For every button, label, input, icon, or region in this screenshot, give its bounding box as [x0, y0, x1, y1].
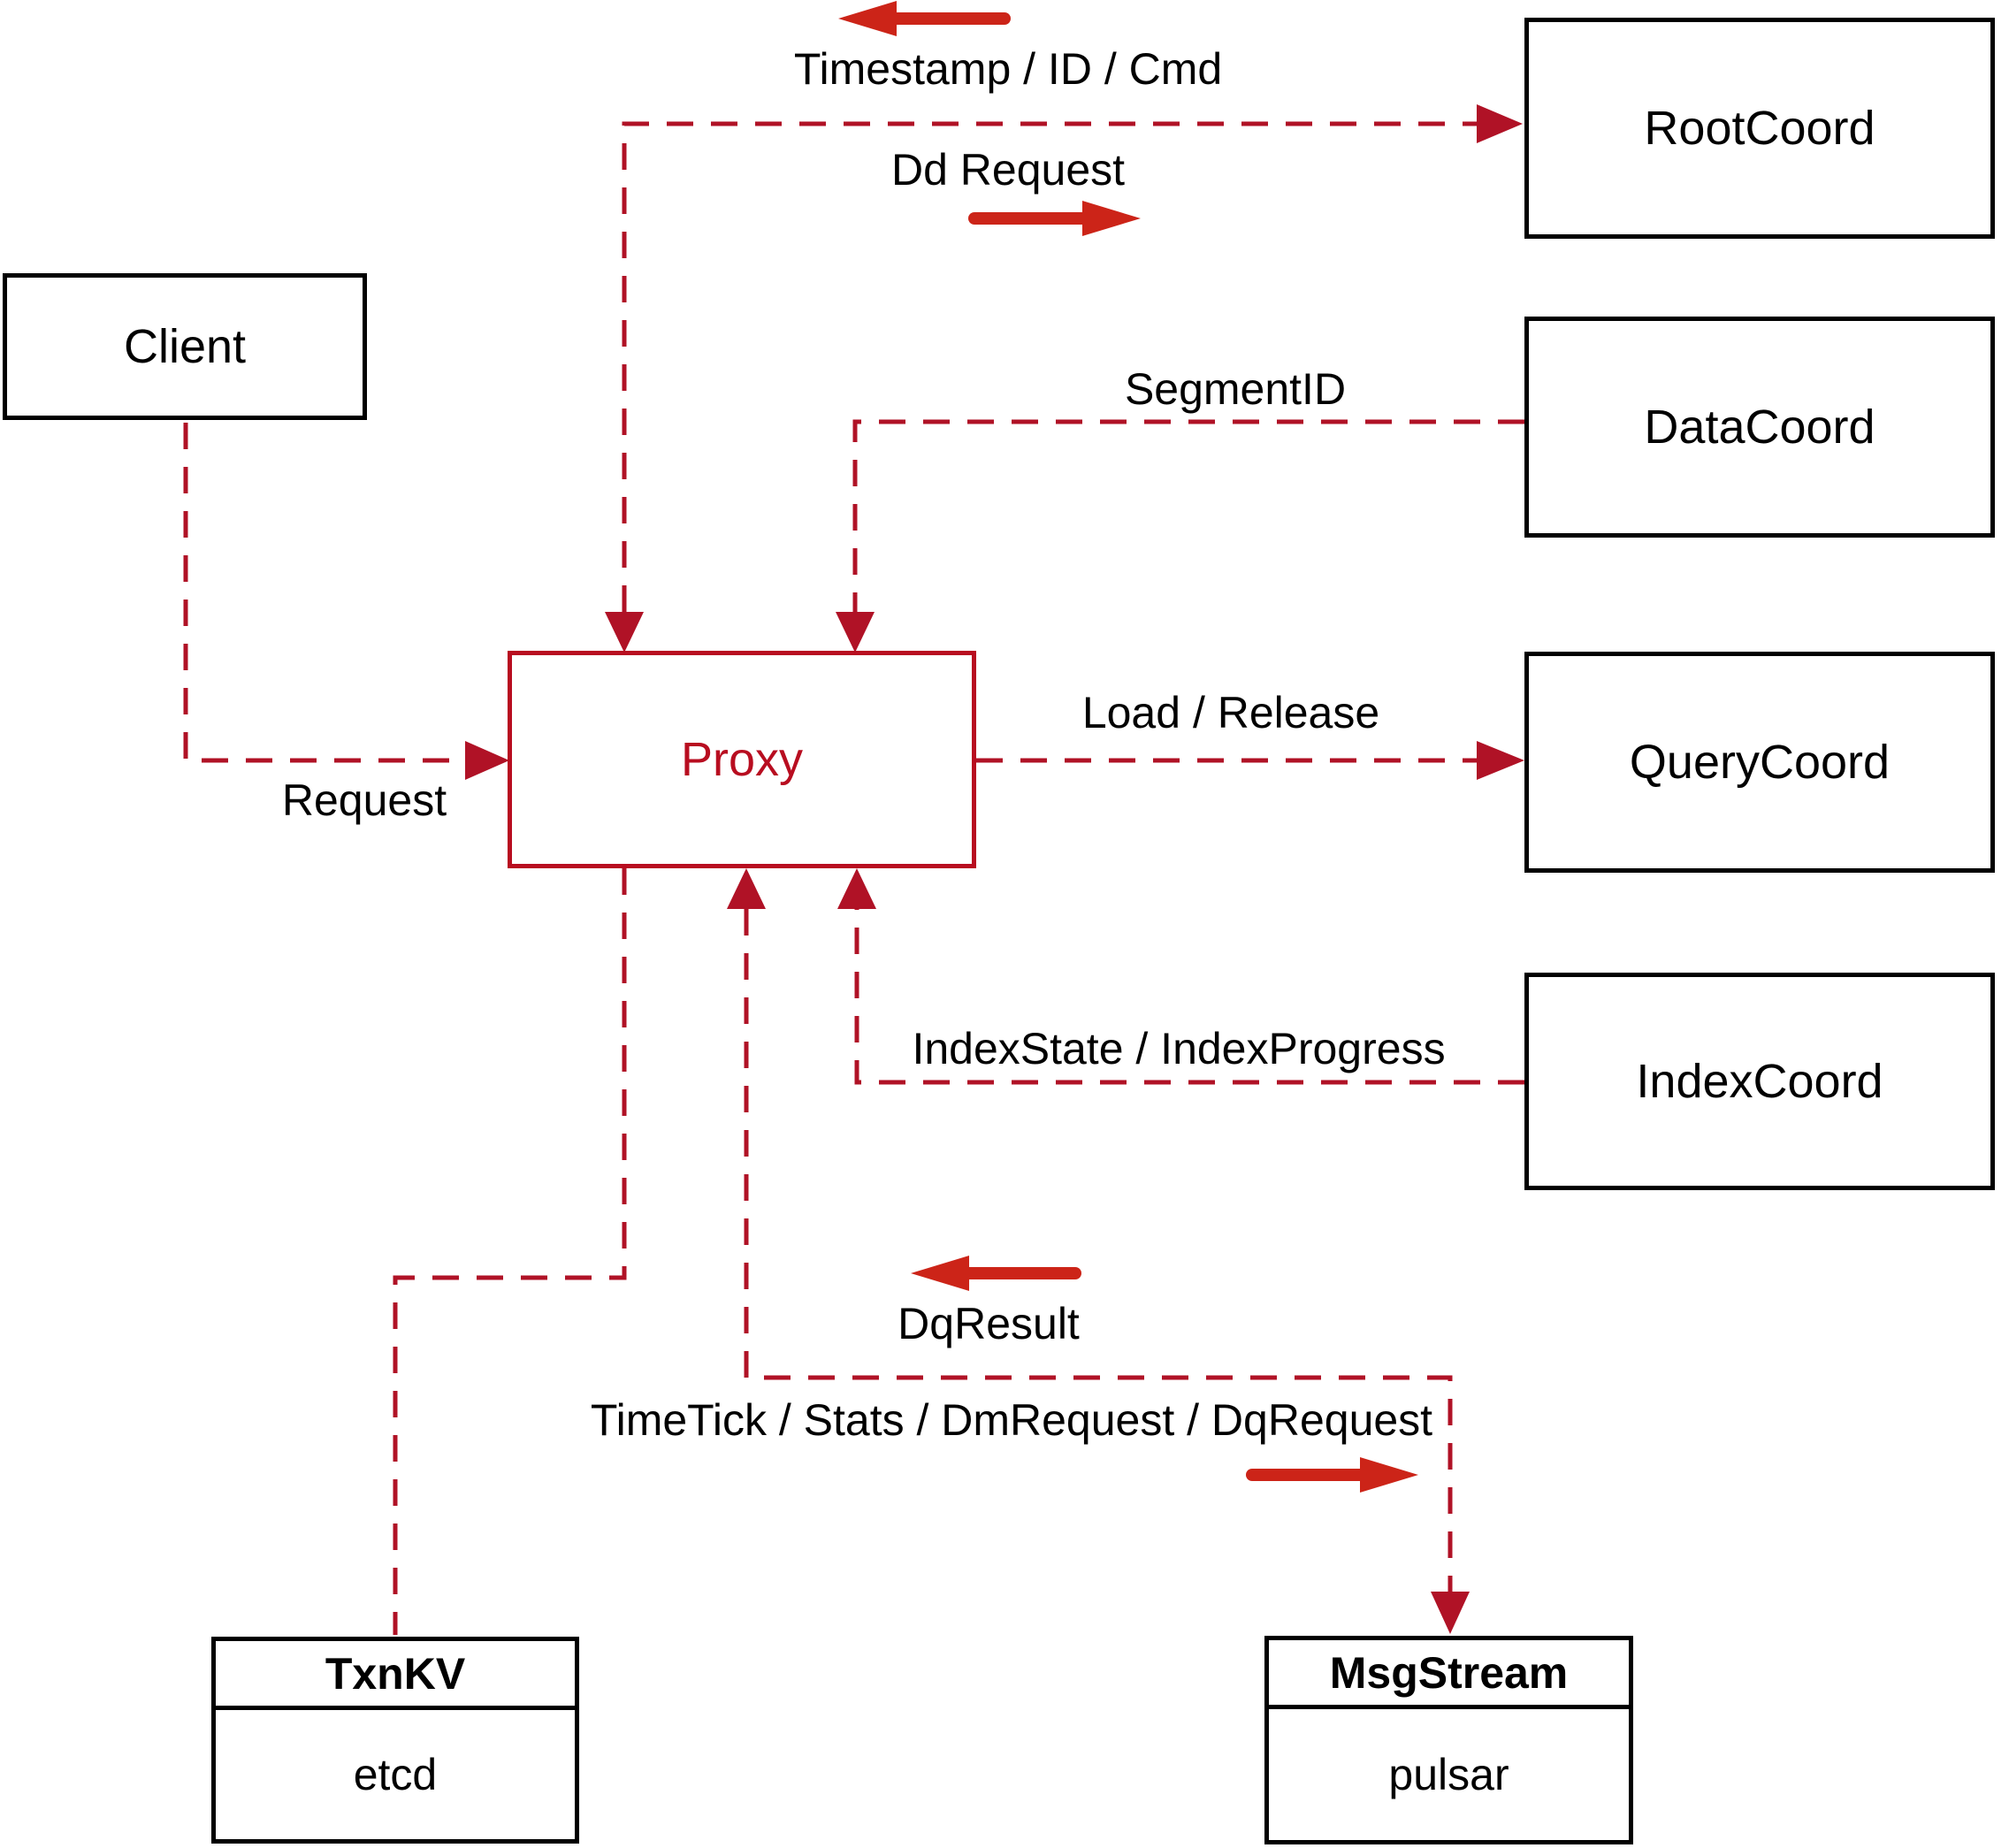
- node-txnkv-impl: etcd: [353, 1750, 438, 1799]
- node-txnkv: TxnKV etcd: [211, 1637, 579, 1844]
- node-txnkv-title: TxnKV: [216, 1641, 575, 1710]
- node-msgstream: MsgStream pulsar: [1264, 1636, 1633, 1844]
- edge-client-proxy: [183, 423, 467, 763]
- arrowhead-into-proxy-top-right: [836, 612, 875, 653]
- edge-label-segment-id: SegmentID: [1124, 364, 1347, 414]
- arrowhead-into-proxy-top-left: [605, 612, 644, 653]
- edge-label-request: Request: [281, 775, 447, 825]
- time-tick-direction-arrow-head: [1360, 1457, 1418, 1493]
- node-proxy: Proxy: [508, 651, 976, 868]
- timestamp-direction-arrow-head: [838, 1, 897, 36]
- node-rootcoord-label: RootCoord: [1644, 102, 1875, 155]
- edge-label-index-state: IndexState / IndexProgress: [912, 1024, 1446, 1073]
- edge-label-dd-request: Dd Request: [890, 145, 1126, 195]
- dq-result-direction-arrow-head: [911, 1256, 969, 1291]
- node-client-label: Client: [123, 320, 247, 373]
- arrowhead-into-rootcoord: [1477, 104, 1523, 143]
- arrowhead-into-msgstream: [1431, 1592, 1470, 1634]
- node-client: Client: [3, 273, 367, 420]
- node-querycoord-label: QueryCoord: [1629, 736, 1891, 789]
- edge-label-timestamp-id-cmd: Timestamp / ID / Cmd: [793, 44, 1223, 94]
- node-datacoord-label: DataCoord: [1644, 401, 1875, 454]
- node-indexcoord: IndexCoord: [1524, 973, 1995, 1190]
- node-querycoord: QueryCoord: [1524, 652, 1995, 873]
- edge-proxy-txnkv: [393, 868, 627, 1635]
- edge-label-time-tick: TimeTick / Stats / DmRequest / DqRequest: [590, 1395, 1433, 1445]
- edge-proxy-msgstream: [744, 909, 1453, 1592]
- edge-indexcoord-proxy: [854, 909, 1524, 1085]
- edge-proxy-rootcoord: [622, 121, 1477, 612]
- node-datacoord: DataCoord: [1524, 317, 1995, 538]
- node-msgstream-impl: pulsar: [1388, 1750, 1509, 1799]
- node-proxy-label: Proxy: [680, 733, 804, 786]
- arrowhead-into-querycoord: [1477, 741, 1524, 780]
- arrowhead-into-proxy-left: [465, 741, 509, 780]
- node-msgstream-title: MsgStream: [1269, 1640, 1629, 1709]
- arrowhead-into-proxy-bottom-right: [837, 868, 876, 909]
- node-indexcoord-label: IndexCoord: [1636, 1055, 1883, 1108]
- arrowhead-into-proxy-bottom-mid: [727, 868, 766, 909]
- node-rootcoord: RootCoord: [1524, 18, 1995, 239]
- edge-label-dq-result: DqResult: [898, 1299, 1080, 1348]
- edge-label-load-release: Load / Release: [1081, 688, 1380, 737]
- edge-datacoord-proxy: [852, 419, 1524, 612]
- dd-request-direction-arrow-head: [1082, 201, 1141, 236]
